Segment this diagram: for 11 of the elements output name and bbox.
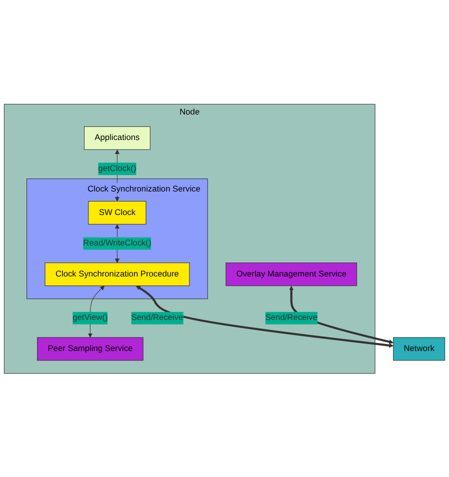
node-box: Applications	[84, 126, 150, 150]
node-box: Network	[393, 336, 446, 360]
edge-label: getClock()	[98, 164, 136, 173]
edge-label: getView()	[72, 313, 108, 322]
node-box: SW Clock	[88, 200, 146, 224]
edge-label: Read/WriteClock()	[83, 238, 152, 248]
node-box: Clock Synchronization Procedure	[44, 262, 190, 286]
node-box: Overlay Management Service	[226, 262, 358, 286]
edge-label: Send/Receive	[265, 313, 318, 322]
edge-label: Send/Receive	[131, 313, 184, 322]
node-box: Peer Sampling Service	[37, 336, 144, 360]
